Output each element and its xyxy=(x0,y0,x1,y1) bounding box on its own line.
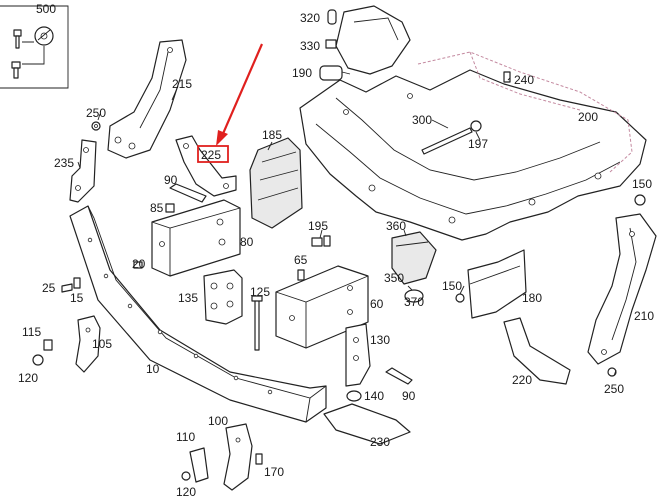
bolt-90-icon xyxy=(169,183,207,203)
screw-25-icon xyxy=(61,283,73,293)
part-210-side-support xyxy=(587,213,657,365)
label-15: 15 xyxy=(70,291,84,305)
label-125: 125 xyxy=(250,285,270,299)
clip-15-icon xyxy=(73,277,81,289)
highlight-box xyxy=(197,145,229,163)
label-130: 130 xyxy=(370,333,390,347)
part-80-box-bracket xyxy=(151,199,241,277)
label-197: 197 xyxy=(468,137,488,151)
bolt-300-icon xyxy=(421,127,473,155)
bolt-250-lower-icon xyxy=(607,367,617,377)
label-90-lower: 90 xyxy=(402,389,416,403)
label-135: 135 xyxy=(178,291,198,305)
label-225: 225 xyxy=(201,148,221,162)
stud-65-icon xyxy=(297,269,305,281)
grommet-370-icon xyxy=(404,289,424,303)
part-labels: 500 320 330 190 240 215 250 300 200 185 … xyxy=(18,2,654,497)
label-215: 215 xyxy=(172,77,192,91)
part-190-lock-carrier xyxy=(319,5,411,81)
clip-320-icon xyxy=(327,9,337,25)
label-300: 300 xyxy=(412,113,432,127)
label-220: 220 xyxy=(512,373,532,387)
part-230-lower-bracket xyxy=(323,403,411,445)
bolt-250-icon xyxy=(91,121,101,131)
part-180-bracket xyxy=(467,249,527,319)
bolt-170-icon xyxy=(255,453,263,465)
label-250-upper: 250 xyxy=(86,106,106,120)
label-370: 370 xyxy=(404,295,424,309)
nut-197-icon xyxy=(470,120,482,132)
label-100: 100 xyxy=(208,414,228,428)
bolt-150-mid-icon xyxy=(455,293,465,303)
label-105: 105 xyxy=(92,337,112,351)
label-60: 60 xyxy=(370,297,384,311)
part-10-crossmember-beam xyxy=(69,205,327,423)
nut-120-lower-icon xyxy=(181,471,191,481)
highlight-annotation xyxy=(197,43,264,163)
label-190: 190 xyxy=(292,66,312,80)
label-170: 170 xyxy=(264,465,284,479)
label-235: 235 xyxy=(54,156,74,170)
label-185: 185 xyxy=(262,128,282,142)
label-250-lower: 250 xyxy=(604,382,624,396)
label-20: 20 xyxy=(132,257,146,271)
label-150-mid: 150 xyxy=(442,279,462,293)
clip-110-icon xyxy=(189,447,209,483)
label-360: 360 xyxy=(386,219,406,233)
label-240: 240 xyxy=(514,73,534,87)
part-105-bracket xyxy=(75,315,101,373)
clip-nut-icon xyxy=(34,26,54,46)
label-200: 200 xyxy=(578,110,598,124)
bolt-195-icon xyxy=(311,235,331,247)
nut-120-upper-icon xyxy=(32,354,44,366)
nut-330-icon xyxy=(325,39,337,49)
label-80: 80 xyxy=(240,235,254,249)
arrowhead-icon xyxy=(216,130,228,146)
label-140: 140 xyxy=(364,389,384,403)
radiator-support-frame xyxy=(299,51,647,241)
label-180: 180 xyxy=(522,291,542,305)
part-100-lower-bracket xyxy=(223,423,253,491)
bolt-90-lower-icon xyxy=(385,367,413,385)
label-330: 330 xyxy=(300,39,320,53)
inset-fastener-detail xyxy=(0,5,69,89)
part-215-upper-bracket xyxy=(107,39,187,159)
part-60-box-bracket xyxy=(275,265,369,349)
bolt-icon xyxy=(11,29,22,79)
label-500: 500 xyxy=(36,2,56,16)
bolt-150-right-icon xyxy=(634,194,646,206)
leader-lines xyxy=(77,71,617,377)
part-135-bracket-plate xyxy=(203,269,243,325)
part-235-side-bracket xyxy=(69,139,97,203)
part-220-lower-bracket xyxy=(503,317,571,385)
label-120-upper: 120 xyxy=(18,371,38,385)
nut-85-icon xyxy=(165,203,175,213)
label-110: 110 xyxy=(176,430,195,444)
label-230: 230 xyxy=(370,435,390,449)
highlight-arrow xyxy=(220,43,264,137)
label-195: 195 xyxy=(308,219,328,233)
label-320: 320 xyxy=(300,11,320,25)
part-185-center-bracket xyxy=(249,137,303,229)
screw-240-icon xyxy=(503,71,511,83)
label-10: 10 xyxy=(146,362,160,376)
label-90-upper: 90 xyxy=(164,173,178,187)
label-210: 210 xyxy=(634,309,654,323)
part-360-bracket xyxy=(391,231,437,285)
bolt-115-icon xyxy=(43,339,53,351)
part-225-bracket xyxy=(175,135,237,197)
label-115: 115 xyxy=(22,325,41,339)
bolt-125-icon xyxy=(251,295,263,351)
label-25: 25 xyxy=(42,281,56,295)
label-120-lower: 120 xyxy=(176,485,196,497)
clip-20-icon xyxy=(133,261,143,269)
part-130-bracket xyxy=(345,323,371,387)
clip-140-icon xyxy=(346,390,362,402)
label-65: 65 xyxy=(294,253,308,267)
label-350: 350 xyxy=(384,271,404,285)
label-85: 85 xyxy=(150,201,164,215)
label-150-right: 150 xyxy=(632,177,652,191)
